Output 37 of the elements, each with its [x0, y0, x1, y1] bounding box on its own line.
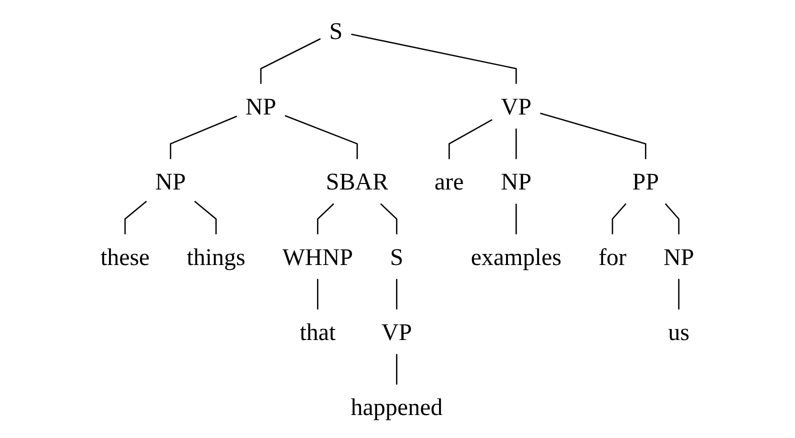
node-text: NP [155, 168, 186, 196]
node-text: us [668, 318, 690, 346]
node-text: things [186, 242, 246, 270]
connector [516, 128, 518, 160]
node-text: that [300, 318, 336, 346]
connector [351, 34, 518, 84]
connector [396, 278, 398, 310]
connector [194, 200, 217, 234]
node-text: PP [632, 168, 660, 196]
node-text: are [434, 168, 464, 196]
node-text: NP [664, 242, 694, 270]
node-text: VP [382, 318, 412, 346]
node-text: S [329, 17, 343, 45]
node-text: NP [246, 92, 276, 120]
connector [260, 38, 321, 84]
connector [612, 203, 627, 234]
node-text: NP [501, 168, 532, 196]
connector [317, 203, 334, 234]
connector [540, 112, 646, 160]
node-text: for [598, 242, 627, 270]
connector [516, 204, 518, 234]
connector [284, 115, 358, 160]
connector [678, 278, 680, 310]
connector [396, 354, 398, 385]
connector [170, 116, 238, 160]
connector [124, 200, 148, 234]
node-text: VP [501, 92, 532, 120]
node-text: examples [471, 242, 562, 270]
node-text: WHNP [282, 242, 354, 270]
connector [448, 119, 493, 160]
connector [665, 203, 680, 234]
node-text: these [100, 242, 150, 270]
node-text: S [390, 242, 404, 270]
connector [317, 278, 319, 310]
connector [380, 203, 398, 234]
node-text: happened [350, 393, 443, 421]
node-text: SBAR [326, 168, 389, 196]
